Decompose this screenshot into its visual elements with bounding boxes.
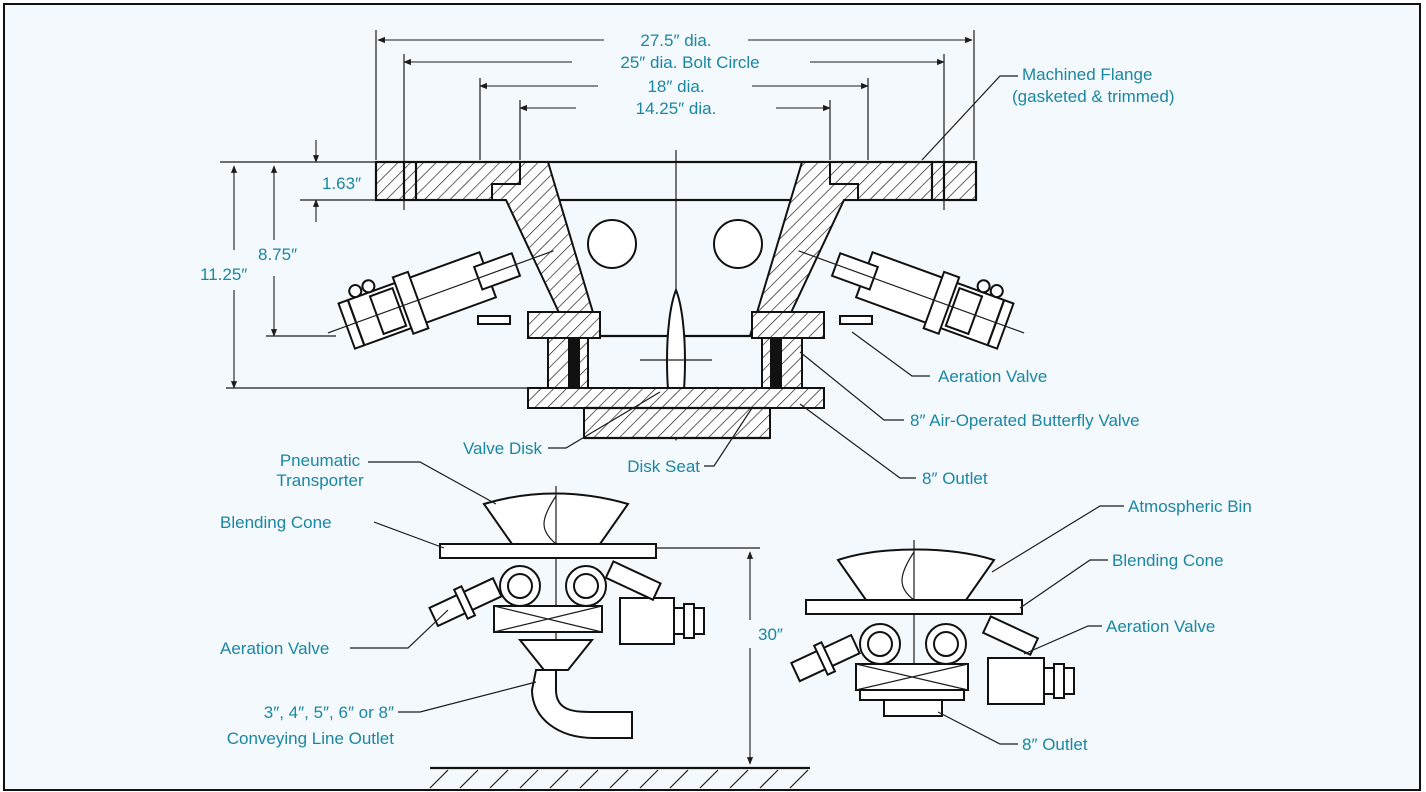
- top-callouts: [548, 75, 1018, 479]
- label-butterfly-valve: 8″ Air-Operated Butterfly Valve: [910, 411, 1140, 430]
- label-atmospheric-bin: Atmospheric Bin: [1128, 497, 1252, 516]
- blending-cone-left: [439, 543, 657, 559]
- height-dimensions: [220, 140, 528, 389]
- aeration-valve-right: [798, 250, 1025, 350]
- ground-hatch: [429, 766, 810, 789]
- top-detail-view: 27.5″ dia. 25″ dia. Bolt Circle 18″ dia.…: [200, 30, 1175, 488]
- label-aeration-valve-right: Aeration Valve: [1106, 617, 1215, 636]
- label-pneumatic: Pneumatic: [280, 451, 361, 470]
- outlet-flange: [527, 387, 825, 440]
- dim-27-5-dia: 27.5″ dia.: [640, 31, 711, 50]
- conveying-line-outlet: [530, 669, 633, 739]
- label-aeration-valve-top: Aeration Valve: [938, 367, 1047, 386]
- label-conveying-line-outlet: Conveying Line Outlet: [227, 729, 395, 748]
- dim-8-75: 8.75″: [258, 245, 297, 264]
- dim-14-25-dia: 14.25″ dia.: [636, 99, 717, 118]
- label-gasketed-trimmed: (gasketed & trimmed): [1012, 87, 1175, 106]
- dim-25-bolt-circle: 25″ dia. Bolt Circle: [620, 53, 759, 72]
- label-aeration-valve-left: Aeration Valve: [220, 639, 329, 658]
- label-outlet-sizes: 3″, 4″, 5″, 6″ or 8″: [264, 703, 394, 722]
- dim-11-25: 11.25″: [200, 265, 247, 284]
- label-disk-seat: Disk Seat: [627, 457, 700, 476]
- aeration-assembly-right: [790, 615, 1075, 705]
- blending-cone-right: [805, 599, 1023, 615]
- aeration-fitting-left: [477, 315, 511, 325]
- label-8-outlet-right: 8″ Outlet: [1022, 735, 1088, 754]
- outlet-right: [883, 699, 943, 717]
- label-machined-flange: Machined Flange: [1022, 65, 1152, 84]
- label-8-outlet-top: 8″ Outlet: [922, 469, 988, 488]
- label-blending-cone-right: Blending Cone: [1112, 551, 1224, 570]
- label-blending-cone-left: Blending Cone: [220, 513, 332, 532]
- label-transporter: Transporter: [276, 471, 364, 490]
- label-valve-disk: Valve Disk: [463, 439, 543, 458]
- dim-30: 30″: [758, 625, 783, 644]
- aeration-fitting-right: [839, 315, 873, 325]
- cone-body: [491, 161, 859, 338]
- aeration-assembly-left: [428, 560, 705, 645]
- diameter-dimensions: [375, 30, 975, 210]
- dim-18-dia: 18″ dia.: [647, 77, 704, 96]
- pneumatic-transporter-view: 30″: [350, 461, 810, 789]
- aeration-valve-left: [327, 250, 554, 350]
- dim-1-63: 1.63″: [322, 174, 361, 193]
- atmospheric-bin-view: [790, 505, 1124, 745]
